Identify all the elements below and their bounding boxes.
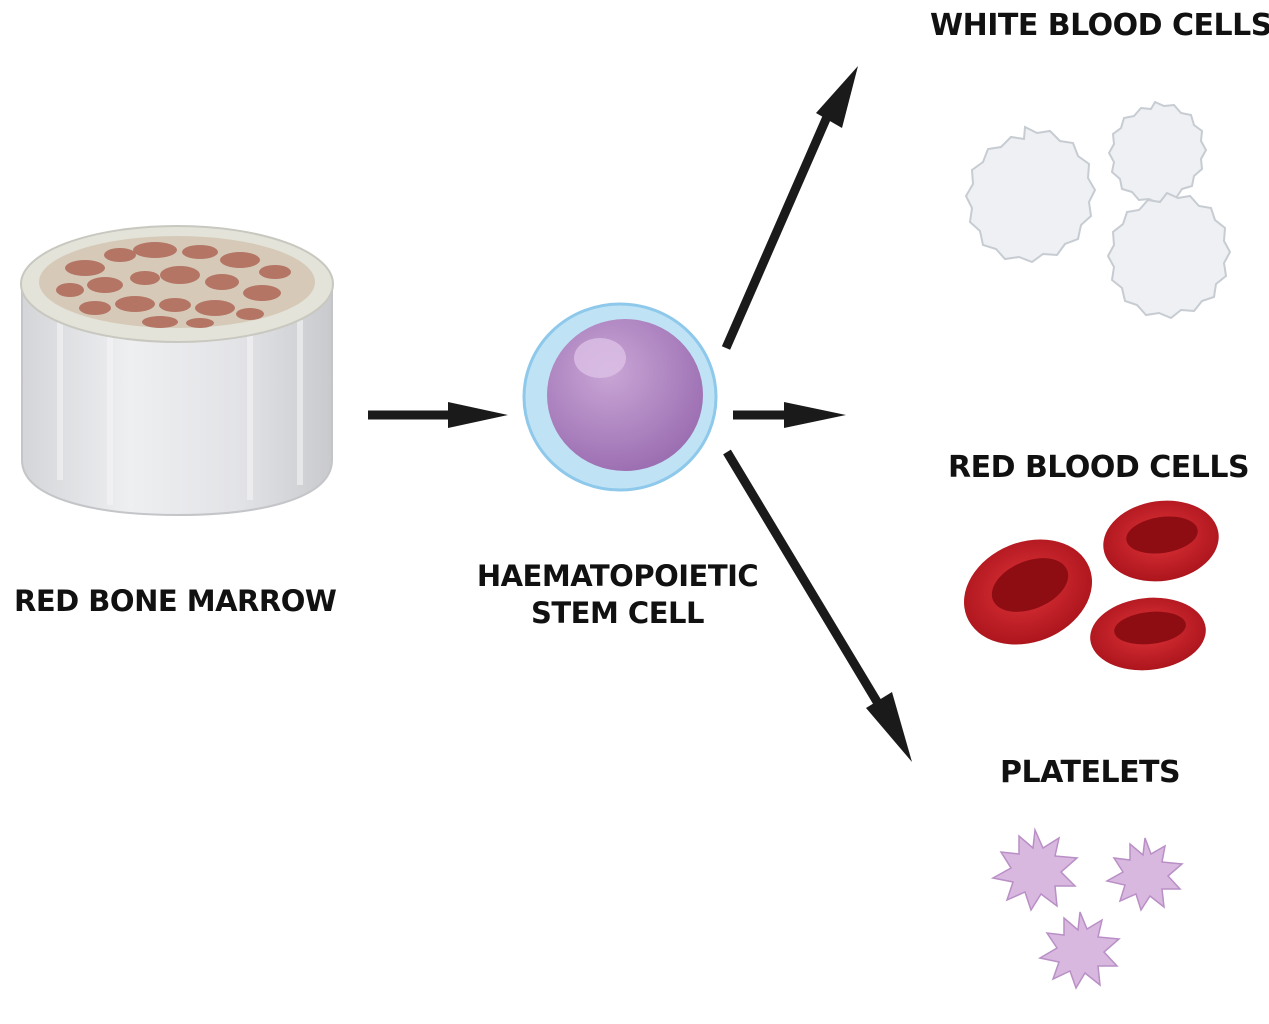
marrow-spots [56,242,291,328]
bone-marrow-icon [20,225,334,517]
platelet-icon [990,827,1184,990]
platelets-label: PLATELETS [1000,755,1181,790]
arrow-stem-to-wbc [721,108,835,350]
stem-cell-label: HAEMATOPOIETIC STEM CELL [470,558,765,632]
arrow-stem-to-platelets [723,449,886,713]
red-blood-cell-icon [964,500,1219,671]
arrows [368,66,912,762]
white-blood-cells-label: WHITE BLOOD CELLS [930,8,1269,43]
stem-cell-label-line2: STEM CELL [531,596,704,630]
white-blood-cell-icon [964,100,1232,320]
red-bone-marrow-label: RED BONE MARROW [14,584,337,618]
stem-cell-icon [522,302,718,492]
red-blood-cells-label: RED BLOOD CELLS [948,450,1250,485]
stem-cell-label-line1: HAEMATOPOIETIC [476,559,759,593]
